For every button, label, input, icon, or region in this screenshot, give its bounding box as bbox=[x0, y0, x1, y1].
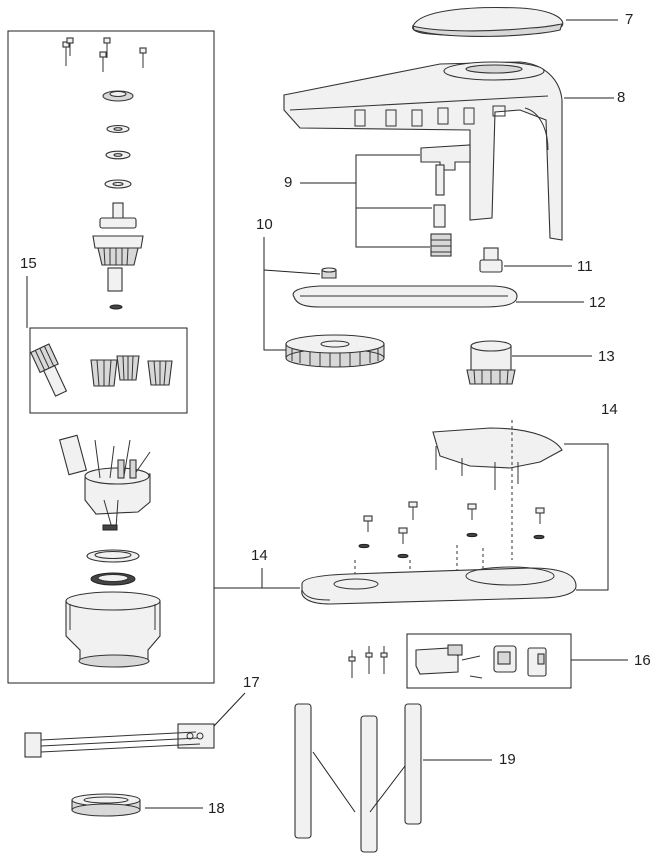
part-18-ring bbox=[71, 793, 141, 817]
washer-stack bbox=[102, 90, 134, 189]
part-9-spindle bbox=[420, 144, 471, 257]
main-gear bbox=[92, 202, 144, 310]
motor-brush-assembly bbox=[58, 434, 151, 531]
part-8-top-housing bbox=[283, 61, 563, 241]
part-16-electrical bbox=[415, 644, 547, 679]
part-13-pulley bbox=[466, 340, 516, 385]
part-10-nut bbox=[321, 267, 337, 279]
callout-15: 15 bbox=[20, 255, 37, 272]
lower-motor-housing bbox=[65, 591, 161, 668]
callout-11: 11 bbox=[577, 258, 593, 275]
part-14-upper-frame bbox=[432, 427, 563, 490]
part-10-large-gear bbox=[285, 334, 385, 368]
part-16-box bbox=[406, 633, 572, 689]
part-14-base-plate bbox=[301, 566, 577, 605]
part-15-inset-box bbox=[29, 327, 188, 414]
top-screws bbox=[62, 37, 147, 72]
callout-12: 12 bbox=[589, 294, 606, 311]
seal-rings bbox=[86, 549, 140, 586]
part-12-belt bbox=[292, 285, 518, 308]
callout-16: 16 bbox=[634, 652, 651, 669]
gear-assembly-frame bbox=[7, 30, 215, 684]
callout-8: 8 bbox=[617, 89, 626, 106]
part-17-wire-harness bbox=[24, 723, 215, 758]
leg-screws bbox=[348, 646, 388, 678]
callout-9: 9 bbox=[284, 174, 293, 191]
callout-17: 17 bbox=[243, 674, 260, 691]
callout-19: 19 bbox=[499, 751, 516, 768]
part-7-lid bbox=[412, 6, 564, 37]
part-15-gears bbox=[30, 343, 173, 397]
callout-14-left: 14 bbox=[251, 547, 268, 564]
base-screws bbox=[358, 501, 545, 559]
leader-lines bbox=[26, 19, 628, 813]
callout-7: 7 bbox=[625, 11, 634, 28]
callout-10: 10 bbox=[256, 216, 273, 233]
part-19-legs bbox=[294, 703, 422, 853]
callout-14-right: 14 bbox=[601, 401, 618, 418]
callout-13: 13 bbox=[598, 348, 615, 365]
callout-18: 18 bbox=[208, 800, 225, 817]
part-11-coupler bbox=[479, 247, 503, 273]
